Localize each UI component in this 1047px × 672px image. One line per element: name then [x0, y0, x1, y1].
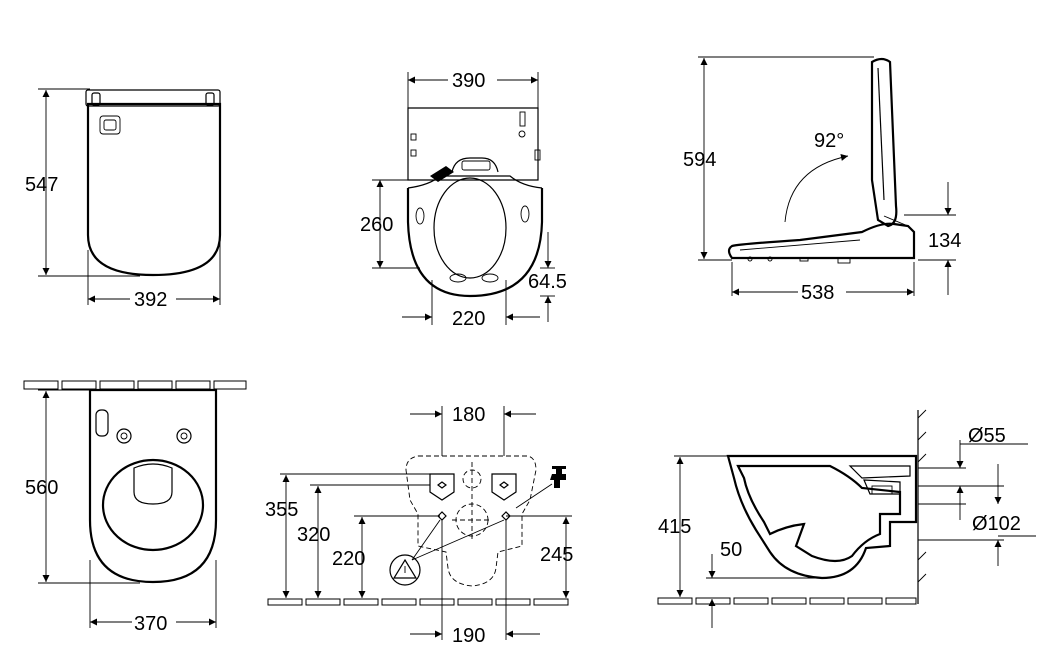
dim-390: 390 [452, 70, 485, 92]
tap-icon [550, 466, 566, 488]
dim-355: 355 [265, 499, 298, 521]
dim-370: 370 [134, 613, 167, 635]
dim-134: 134 [928, 230, 961, 252]
dim-260: 260 [360, 214, 393, 236]
warning-callout [389, 554, 421, 586]
dim-538: 538 [801, 282, 834, 304]
view-underside: 390 260 64.5 220 [360, 70, 567, 330]
view-wall-mounting: 180 355 320 220 245 190 [265, 404, 573, 647]
dim-diameter-102: Ø102 [972, 513, 1021, 535]
dim-320: 320 [297, 524, 330, 546]
dim-547: 547 [25, 174, 58, 196]
dim-180: 180 [452, 404, 485, 426]
dim-392: 392 [134, 289, 167, 311]
warning-triangle-icon [392, 558, 418, 579]
view-top-bowl: 560 370 [23, 380, 247, 635]
dim-415: 415 [658, 516, 691, 538]
dim-190: 190 [452, 625, 485, 647]
dim-50: 50 [720, 539, 742, 561]
dim-245: 245 [540, 544, 573, 566]
dim-594: 594 [683, 149, 716, 171]
dim-220-mounting: 220 [332, 548, 365, 570]
view-section: Ø55 Ø102 415 50 [657, 409, 1036, 628]
view-side-open: 594 92° 538 134 [683, 56, 961, 304]
dim-lid-angle: 92° [814, 130, 844, 152]
dim-560: 560 [25, 477, 58, 499]
dim-64-5: 64.5 [528, 271, 567, 293]
view-top-seat: 547 392 [25, 88, 222, 311]
dim-220-underside: 220 [452, 308, 485, 330]
dim-diameter-55: Ø55 [968, 425, 1006, 447]
